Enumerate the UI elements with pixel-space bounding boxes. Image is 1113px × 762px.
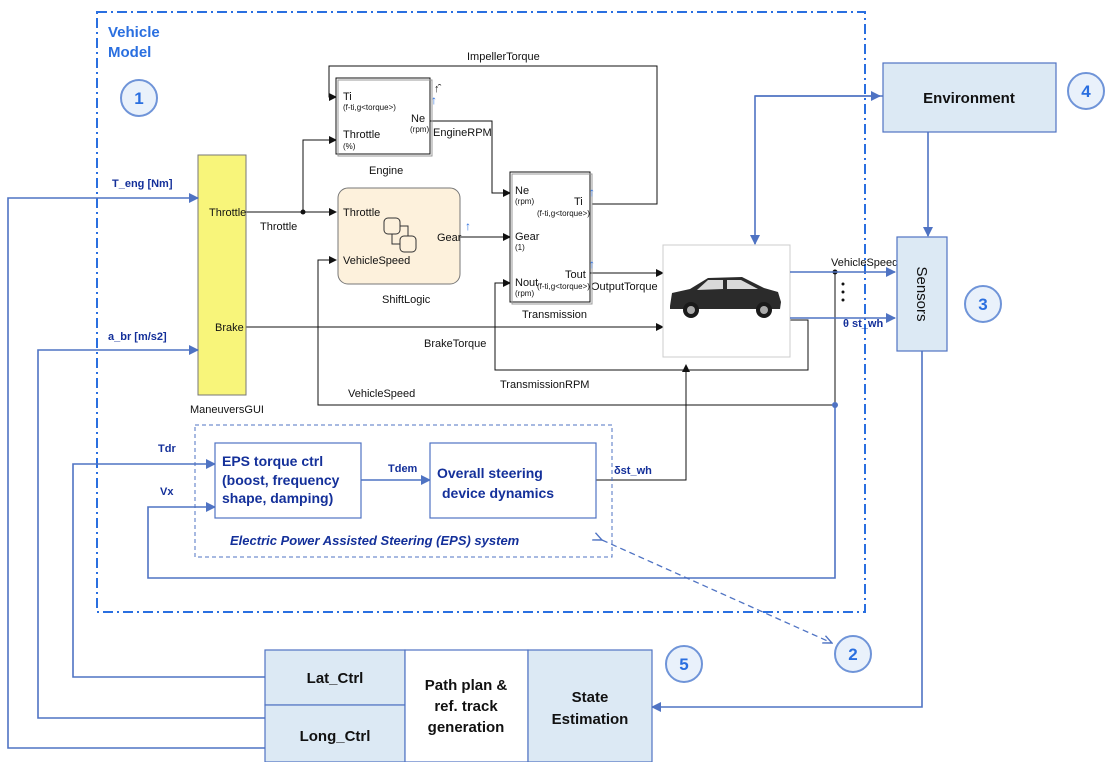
badge-5: 5 <box>665 645 703 683</box>
vehicle-model-title-2: Model <box>108 44 151 61</box>
transmission-caption: Transmission <box>522 309 587 321</box>
svg-text:Environment: Environment <box>923 90 1015 107</box>
eps-system-boundary <box>194 424 613 558</box>
svg-text:(f-ti,g<torque>): (f-ti,g<torque>) <box>537 282 590 291</box>
label-engine-rpm: EngineRPM <box>433 127 492 139</box>
svg-text:Sensors: Sensors <box>913 266 930 321</box>
svg-text:(f-ti,g<torque>): (f-ti,g<torque>) <box>537 209 590 218</box>
svg-text:(rpm): (rpm) <box>515 197 534 206</box>
engine-block[interactable]: Ti (f-ti,g<torque>) Throttle (%) Ne (rpm… <box>335 77 442 157</box>
steering-dynamics-block[interactable]: Overall steering device dynamics <box>429 442 597 519</box>
svg-text:↑: ↑ <box>465 219 471 233</box>
svg-text:Estimation: Estimation <box>552 711 629 728</box>
label-delta-st-wh: δst_wh <box>614 465 652 477</box>
car-icon <box>670 277 781 318</box>
label-theta-st-wh: θ st_wh <box>843 318 883 330</box>
path-planning-block[interactable]: Path plan & ref. track generation <box>404 649 529 762</box>
speed-ellipsis <box>841 282 845 302</box>
label-impeller-torque: ImpellerTorque <box>467 51 540 63</box>
vehicle-model-boundary <box>96 11 866 613</box>
svg-text:Overall steering: Overall steering <box>437 465 543 481</box>
sensors-block[interactable]: Sensors <box>896 236 948 352</box>
transmission-block[interactable]: Ne (rpm) Gear (1) Nout (rpm) Ti (f-ti,g<… <box>509 171 593 305</box>
state-estimation-block[interactable]: State Estimation <box>527 649 653 762</box>
svg-text:(1): (1) <box>515 243 525 252</box>
label-throttle: Throttle <box>260 221 297 233</box>
svg-text:VehicleSpeed: VehicleSpeed <box>343 255 410 267</box>
lat-ctrl-block[interactable]: Lat_Ctrl <box>264 649 406 706</box>
vehicle-block[interactable] <box>662 244 791 358</box>
svg-text:5: 5 <box>679 655 688 674</box>
svg-text:Path plan &: Path plan & <box>425 677 508 694</box>
svg-text:Ti: Ti <box>343 91 352 103</box>
svg-text:generation: generation <box>428 719 505 736</box>
svg-text:shape, damping): shape, damping) <box>222 490 333 506</box>
svg-text:1: 1 <box>134 89 143 108</box>
label-a-br: a_br [m/s2] <box>108 331 167 343</box>
svg-text:↑: ↑ <box>431 93 437 107</box>
junction-throttle <box>300 209 306 215</box>
maneuvers-gui-block[interactable]: Throttle Brake <box>197 154 247 396</box>
label-vehicle-speed-right: VehicleSpeed <box>831 257 898 269</box>
eps-torque-ctrl-block[interactable]: EPS torque ctrl (boost, frequency shape,… <box>214 442 362 519</box>
label-output-torque: OutputTorque <box>591 281 658 293</box>
svg-text:device dynamics: device dynamics <box>442 485 554 501</box>
svg-text:Gear: Gear <box>437 232 462 244</box>
long-ctrl-block[interactable]: Long_Ctrl <box>264 704 406 762</box>
svg-text:(boost, frequency: (boost, frequency <box>222 472 340 488</box>
svg-text:Throttle: Throttle <box>209 207 246 219</box>
svg-text:EPS torque ctrl: EPS torque ctrl <box>222 453 323 469</box>
svg-text:2: 2 <box>848 645 857 664</box>
maneuvers-caption: ManeuversGUI <box>190 404 264 416</box>
scope-markers: ↑ ↑ ↑ ↑ <box>431 93 595 271</box>
shiftlogic-block[interactable]: Throttle VehicleSpeed Gear <box>337 187 462 285</box>
svg-text:Ne: Ne <box>515 185 529 197</box>
svg-text:State: State <box>572 689 609 706</box>
svg-text:ref. track: ref. track <box>434 698 498 715</box>
badge-3: 3 <box>964 285 1002 323</box>
svg-text:Throttle: Throttle <box>343 207 380 219</box>
svg-text:4: 4 <box>1081 82 1091 101</box>
svg-text:3: 3 <box>978 295 987 314</box>
label-tdem: Tdem <box>388 463 418 475</box>
shiftlogic-caption: ShiftLogic <box>382 294 431 306</box>
svg-text:Lat_Ctrl: Lat_Ctrl <box>307 670 364 687</box>
svg-text:↑: ↑ <box>589 185 595 199</box>
svg-text:(rpm): (rpm) <box>515 289 534 298</box>
blue-connections <box>7 91 933 749</box>
svg-text:Tout: Tout <box>565 269 586 281</box>
svg-text:Gear: Gear <box>515 231 540 243</box>
badge-4: 4 <box>1067 72 1105 110</box>
label-vx: Vx <box>160 486 174 498</box>
svg-text:Throttle: Throttle <box>343 129 380 141</box>
badge-2: 2 <box>834 635 872 673</box>
label-vehicle-speed-bottom: VehicleSpeed <box>348 388 415 400</box>
svg-text:(rpm): (rpm) <box>410 125 429 134</box>
svg-text:Brake: Brake <box>215 322 244 334</box>
vehicle-model-title-1: Vehicle <box>108 24 160 41</box>
svg-text:(f-ti,g<torque>): (f-ti,g<torque>) <box>343 103 396 112</box>
svg-text:Ti: Ti <box>574 196 583 208</box>
svg-text:(%): (%) <box>343 142 356 151</box>
svg-text:↑: ↑ <box>589 257 595 271</box>
label-transmission-rpm: TransmissionRPM <box>500 379 589 391</box>
label-t-eng: T_eng [Nm] <box>112 178 173 190</box>
svg-text:Long_Ctrl: Long_Ctrl <box>300 728 371 745</box>
environment-block[interactable]: Environment <box>882 62 1057 133</box>
svg-text:↑̂: ↑̂ <box>434 83 442 95</box>
label-brake-torque: BrakeTorque <box>424 338 486 350</box>
label-tdr: Tdr <box>158 443 176 455</box>
badge-1: 1 <box>120 79 158 117</box>
engine-caption: Engine <box>369 165 403 177</box>
svg-text:Nout: Nout <box>515 277 538 289</box>
svg-text:Ne: Ne <box>411 113 425 125</box>
eps-caption: Electric Power Assisted Steering (EPS) s… <box>230 533 520 548</box>
eps-link-dashed <box>602 540 832 643</box>
